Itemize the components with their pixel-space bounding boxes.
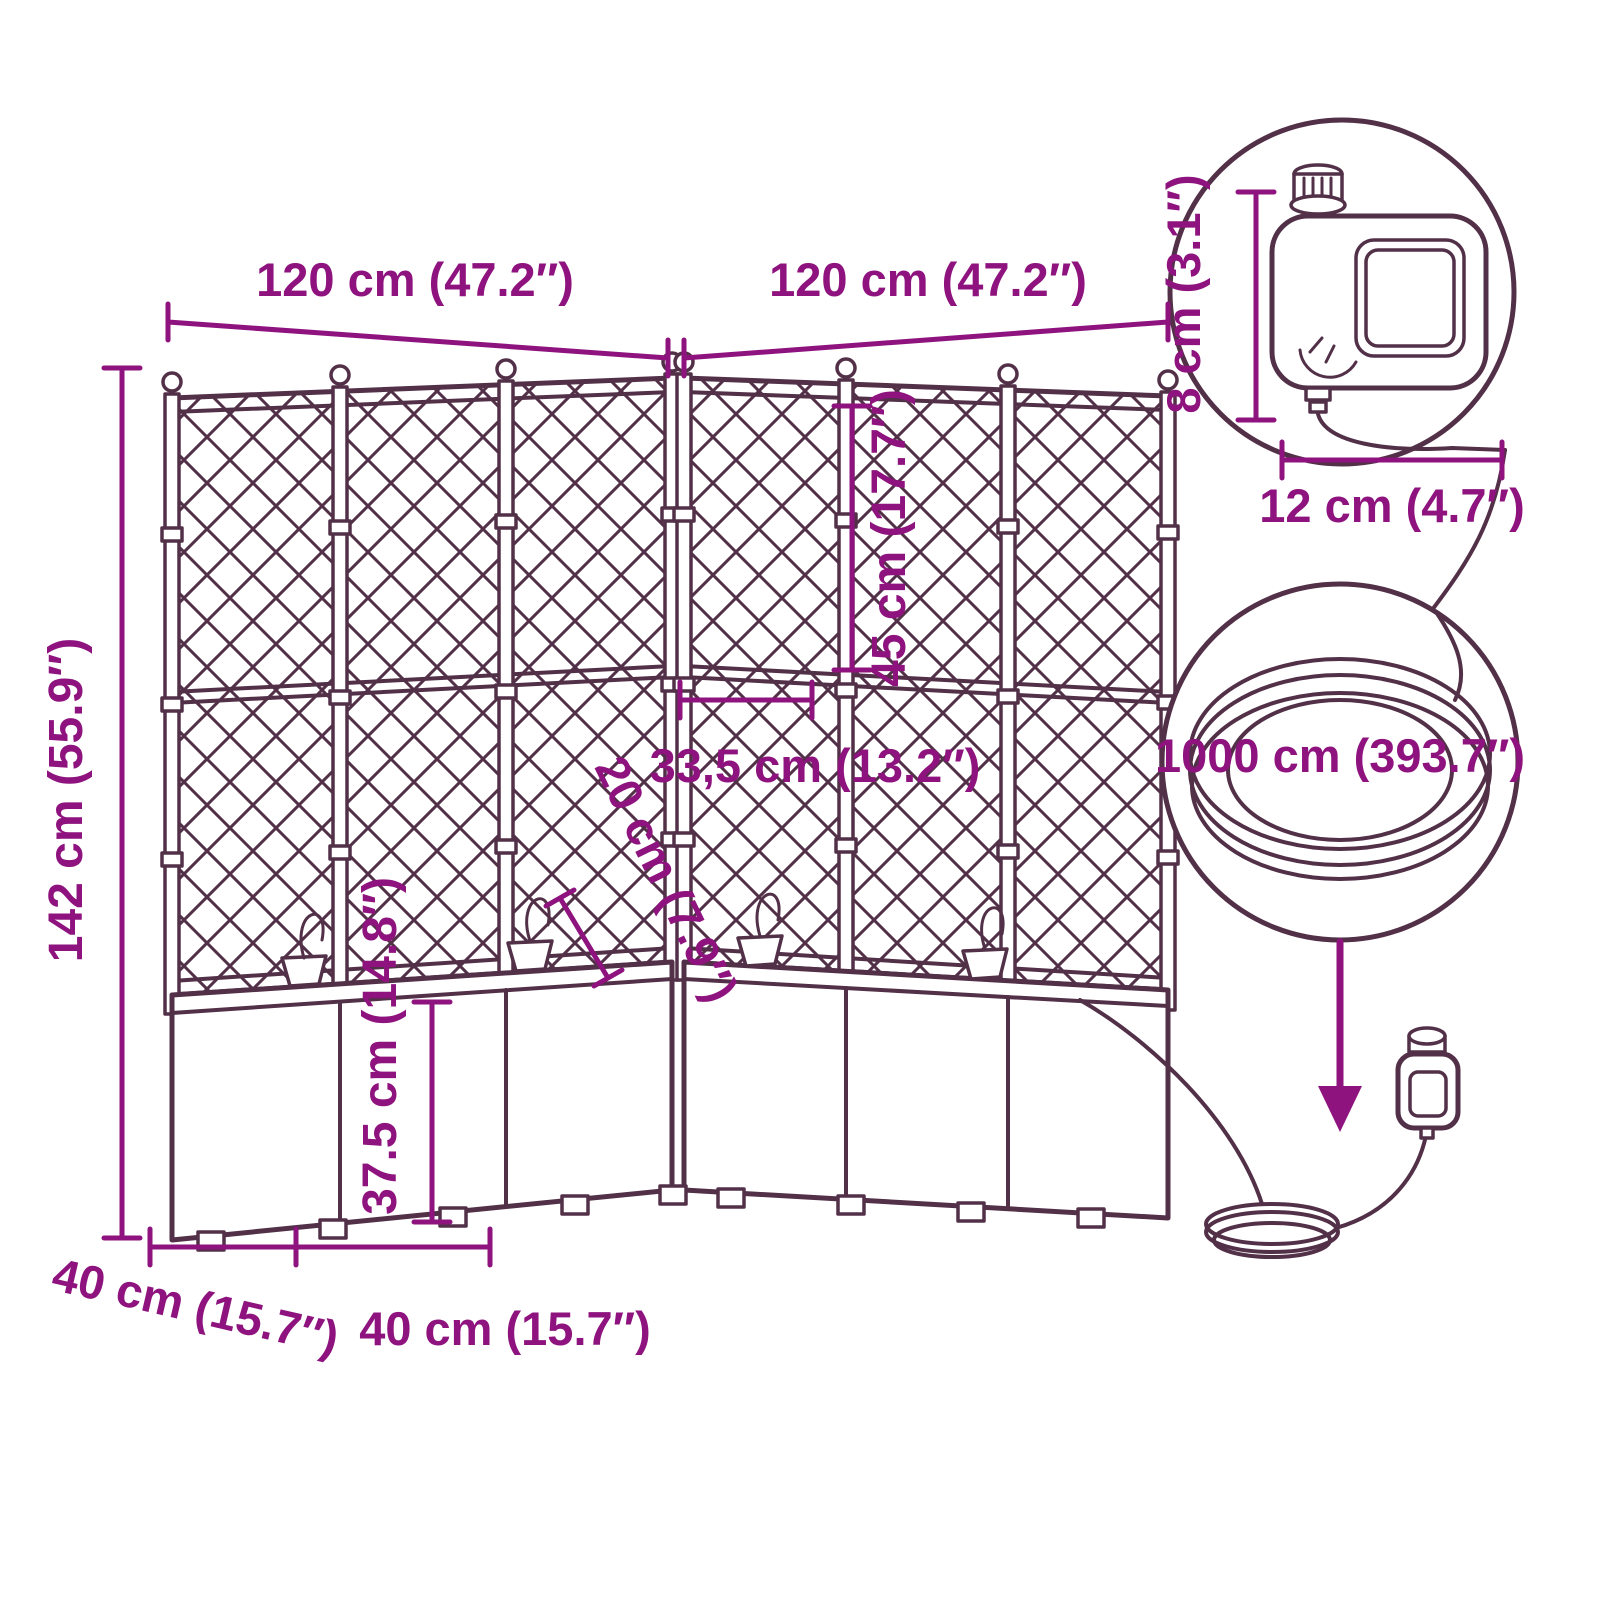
dim-timer-height: 8 cm (3.1″) — [1157, 174, 1277, 423]
drip-tube — [755, 892, 781, 938]
dim-total-height: 142 cm (55.9″) — [40, 365, 143, 1241]
callout-arrow — [1318, 938, 1362, 1132]
trellis-right-wing — [681, 375, 1171, 993]
dim-upper-trellis-height: 45 cm (17.7″) — [831, 389, 916, 687]
hose-detail-callout — [1159, 581, 1521, 943]
planter-foot — [716, 1187, 746, 1209]
timer-dial-ridges — [1302, 176, 1333, 202]
dim-left-wing-width: 120 cm (47.2″) — [165, 253, 671, 379]
planter-right-dividers — [844, 986, 1010, 1210]
planter-left-rim — [170, 977, 674, 1015]
dim-timer-width: 12 cm (4.7″) — [1259, 439, 1525, 532]
timer-device-large — [1269, 163, 1507, 452]
drip-tube — [299, 912, 325, 960]
dim-hose-length-label: 1000 cm (393.7″) — [1155, 729, 1525, 782]
trellis-post — [494, 358, 518, 992]
dim-planter-height: 37.5 cm (14.8″) — [354, 877, 453, 1225]
planter-foot — [658, 1184, 688, 1206]
planter-right — [658, 959, 1171, 1229]
timer-detail-callout — [1167, 117, 1517, 467]
right-lattice-panel — [681, 375, 1171, 993]
hose-coil-tail — [1434, 610, 1464, 702]
watering-timer-small — [1395, 1026, 1461, 1140]
timer-outlet-hose — [1316, 412, 1507, 452]
ground-hose-coil — [1204, 1202, 1340, 1259]
drip-emitter-cup — [280, 954, 328, 988]
trellis-post — [996, 363, 1020, 1001]
drip-emitter-cup — [736, 934, 784, 968]
planter-left — [169, 959, 675, 1252]
timer-barb-1 — [1304, 386, 1332, 402]
planter-right-body — [681, 959, 1171, 1221]
dim-left-wing-width-label: 120 cm (47.2″) — [256, 253, 574, 306]
callout-arrowhead — [1318, 1086, 1362, 1132]
left-mid-rail — [170, 664, 674, 705]
hose-to-timer — [1334, 1128, 1429, 1230]
right-mid-rail — [682, 664, 1170, 705]
trellis-left-wing — [169, 375, 675, 998]
trellis-post — [160, 371, 184, 1016]
supply-hose — [1078, 998, 1264, 1206]
timer-hose-barb — [1419, 1126, 1435, 1140]
trellis-post — [328, 364, 352, 1004]
right-top-rail — [682, 390, 1170, 412]
dim-right-depth: 40 cm (15.7″) — [293, 1226, 651, 1355]
drip-tube — [525, 897, 551, 943]
dim-planter-height-label: 37.5 cm (14.8″) — [354, 877, 407, 1215]
planter-foot — [560, 1194, 590, 1216]
dim-inner-corner-width-label: 33,5 cm (13.2″) — [650, 739, 981, 792]
drip-emitter-cup — [506, 939, 554, 973]
drip-emitter-cup — [961, 947, 1009, 981]
planter-foot — [836, 1194, 866, 1216]
dim-right-wing-width-label: 120 cm (47.2″) — [769, 253, 1087, 306]
left-top-rail — [170, 390, 674, 414]
dim-timer-width-label: 12 cm (4.7″) — [1259, 479, 1524, 532]
dim-inner-corner-width: 33,5 cm (13.2″) — [650, 679, 981, 792]
planter-foot — [956, 1201, 986, 1223]
planter-right-rim — [682, 977, 1170, 1008]
dim-left-depth-label: 40 cm (15.7″) — [48, 1247, 344, 1364]
timer-screen-inner — [1364, 248, 1456, 348]
hose-coil-large — [1188, 610, 1492, 881]
dim-upper-trellis-height-label: 45 cm (17.7″) — [863, 389, 916, 687]
dim-total-height-label: 142 cm (55.9″) — [40, 638, 93, 963]
timer-screen — [1408, 1070, 1448, 1118]
dim-right-depth-label: 40 cm (15.7″) — [359, 1302, 651, 1355]
dim-right-wing-width: 120 cm (47.2″) — [681, 253, 1171, 379]
dim-hose-length: 1000 cm (393.7″) — [1155, 729, 1525, 782]
planter-foot — [1076, 1207, 1106, 1229]
dim-timer-height-label: 8 cm (3.1″) — [1157, 174, 1210, 413]
planter-left-dividers — [338, 988, 508, 1225]
planter-foot — [318, 1218, 348, 1240]
timer-dial-base — [1289, 194, 1347, 216]
timer-knob-top — [1407, 1026, 1447, 1046]
left-bottom-rail — [170, 946, 674, 983]
drip-tube — [980, 906, 1005, 951]
timer-barb-2 — [1308, 400, 1328, 414]
timer-fan-slots — [1298, 336, 1358, 379]
drip-irrigation — [280, 892, 1461, 1259]
